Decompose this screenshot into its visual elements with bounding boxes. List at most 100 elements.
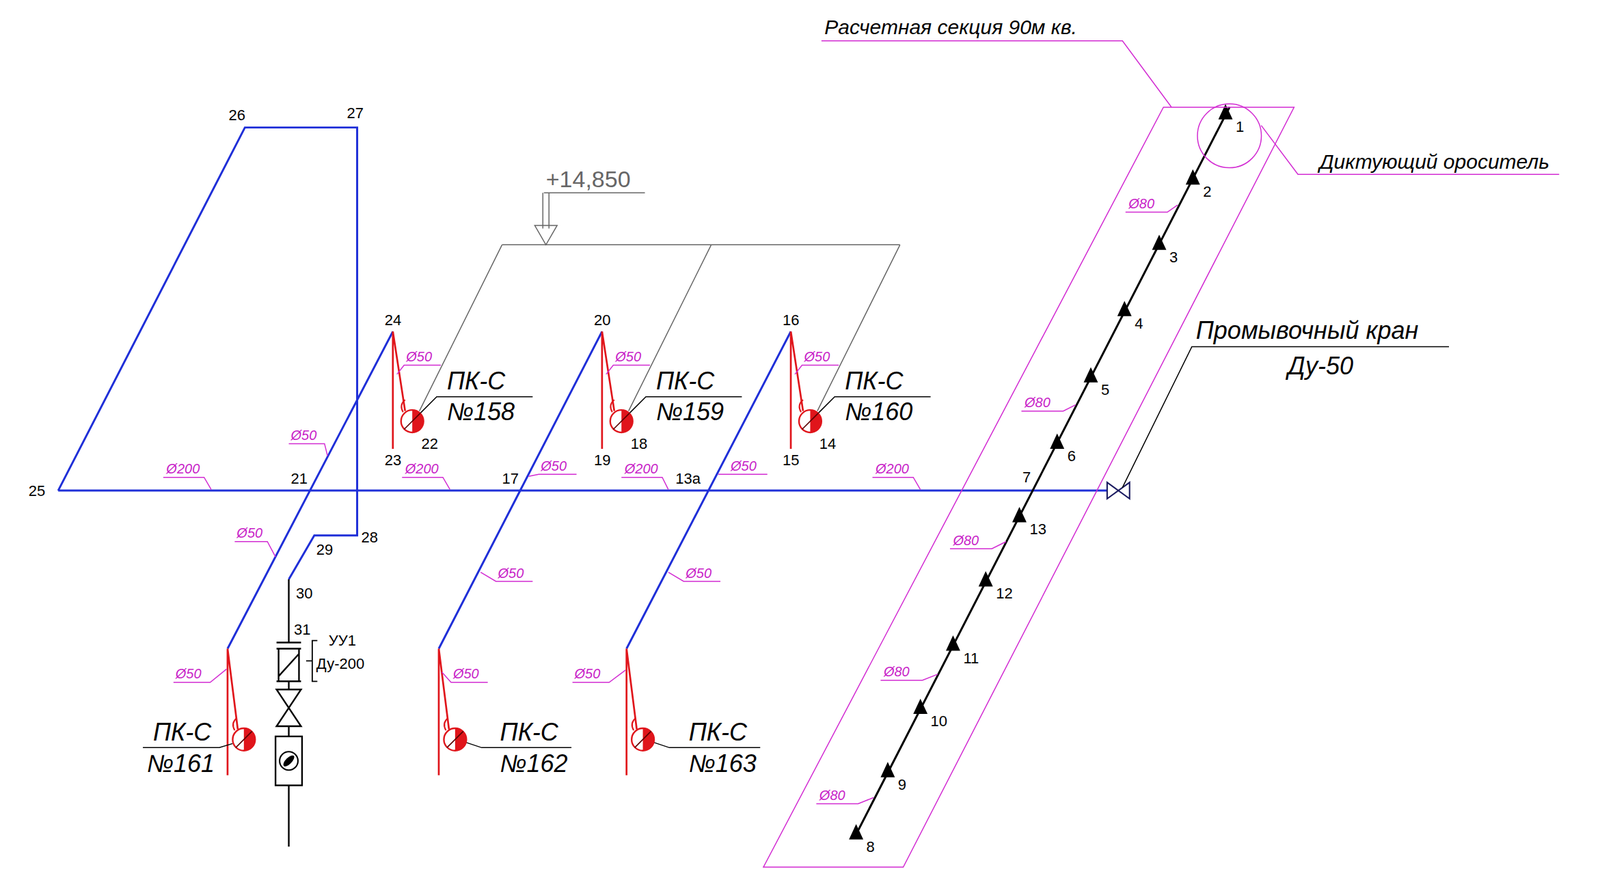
sprinkler (880, 762, 895, 778)
sprinkler (978, 571, 994, 587)
sprinkler-number: 6 (1067, 449, 1076, 465)
pipe-diameter: Ø50 (175, 667, 202, 681)
sprinkler (1083, 367, 1099, 383)
hydrant-label: №163 (688, 751, 757, 777)
hydrant-label: №158 (446, 399, 515, 425)
sprinkler-number: 11 (963, 651, 979, 667)
pipe-diameter: Ø50 (685, 566, 712, 581)
pipe-diameter: Ø50 (291, 428, 318, 443)
sprinkler-number: 13 (1029, 522, 1046, 538)
node-number: 20 (593, 313, 611, 329)
section-outline (763, 107, 1294, 868)
pipe-diameter: Ø50 (730, 459, 757, 473)
hydrant-label: №160 (844, 399, 913, 425)
node-number: 14 (819, 436, 836, 452)
control-unit (276, 579, 302, 847)
pipe-diameter: Ø50 (236, 526, 263, 540)
sprinkler (1012, 507, 1027, 523)
water-pipe (58, 127, 1108, 650)
pipe-diameter: Ø50 (803, 349, 830, 364)
hydrant-label: ПК-С (844, 369, 903, 394)
sprinkler (913, 699, 928, 715)
pipe-diameter: Ø200 (166, 462, 200, 476)
valve-callout: Промывочный кран (1196, 318, 1419, 344)
node-number: 30 (295, 586, 313, 602)
pipe-diameter: Ø200 (405, 462, 439, 476)
hydrant-branch (227, 331, 804, 776)
node-number: 25 (28, 483, 46, 499)
pipe-diameter: Ø50 (540, 459, 567, 473)
hydrant-label: ПК-С (656, 369, 715, 394)
sprinkler (1185, 169, 1201, 185)
node-number: 19 (593, 453, 611, 469)
sprinkler-number: 5 (1101, 382, 1110, 398)
fire-hydrant (631, 718, 655, 752)
section-heading: Расчетная секция 90м кв. (824, 17, 1078, 38)
sprinkler-number: 12 (995, 586, 1013, 602)
node-number: 27 (347, 105, 364, 121)
node-number: 29 (316, 542, 333, 558)
sprinkler-number: 4 (1134, 316, 1143, 332)
node-outline (763, 107, 1294, 868)
node-number: 22 (421, 436, 439, 452)
hydrant-label: ПК-С (500, 720, 559, 745)
node-number: 21 (291, 471, 308, 487)
elevation-mark: +14,850 (546, 167, 631, 191)
pipe-diameter: Ø200 (875, 462, 910, 476)
callout-text: Диктующий ороситель (1319, 151, 1550, 173)
node-outline (1196, 103, 1263, 169)
sprinkler-number: 8 (866, 839, 875, 856)
node-number: 16 (782, 313, 799, 329)
flow-meter (275, 736, 303, 786)
leader-line (142, 347, 1449, 749)
hydrant-label: №159 (656, 399, 724, 425)
valve-label: Ду-200 (316, 656, 365, 672)
sprinkler (1218, 103, 1233, 119)
pipe-diameter: Ø80 (819, 788, 846, 803)
flow-meter-dial (279, 751, 298, 771)
pipe-diameter: Ø80 (1024, 395, 1051, 410)
dictating-sprinkler-callout: Диктующий ороситель (1196, 103, 1263, 169)
pipe-diameter: Ø50 (574, 667, 601, 681)
valve-callout: Ду-50 (1287, 354, 1354, 379)
node-number: 7 (1022, 470, 1031, 486)
sprinkler-pipe (856, 107, 1230, 835)
design-section-area: Расчетная секция 90м кв. (763, 107, 1294, 868)
pipe-diameter: Ø80 (883, 665, 910, 679)
sprinkler-number: 3 (1169, 250, 1178, 266)
sprinkler (1117, 300, 1132, 316)
pipe-diameter: Ø50 (498, 566, 525, 581)
pipe-diameter: Ø50 (453, 667, 480, 681)
bracket (306, 641, 318, 683)
fire-hydrant (798, 399, 822, 433)
node-number: 18 (630, 436, 648, 452)
hydrant-label: ПК-С (153, 720, 212, 745)
sprinkler-number: 1 (1235, 119, 1244, 135)
hydrant-label: ПК-С (446, 369, 506, 394)
node-number: 31 (293, 622, 311, 638)
node-number: 28 (361, 530, 378, 546)
flush-valve (1107, 482, 1130, 499)
flow-meter-needle (281, 753, 296, 769)
pipe-diameter: Ø50 (405, 349, 432, 364)
node-number: 13a (675, 471, 701, 487)
diameter-leader (163, 41, 1559, 805)
node-number: 24 (384, 313, 402, 329)
pipe-diameter: Ø200 (624, 462, 659, 476)
sprinkler-number: 10 (930, 714, 948, 730)
valve-label: УУ1 (328, 633, 357, 649)
sprinkler (1049, 434, 1065, 450)
callout-circle (1197, 103, 1262, 169)
pipe-diameter: Ø80 (1128, 196, 1155, 211)
sprinkler-number: 2 (1202, 184, 1212, 200)
node-number: 26 (228, 107, 245, 124)
node-number: 17 (502, 471, 519, 487)
node-number: 23 (384, 453, 402, 469)
sprinkler (1152, 234, 1167, 250)
hydrant-label: №161 (146, 751, 215, 777)
hydrant-label: ПК-С (688, 720, 748, 745)
fire-hydrant (610, 399, 633, 433)
fire-hydrant (443, 718, 467, 752)
